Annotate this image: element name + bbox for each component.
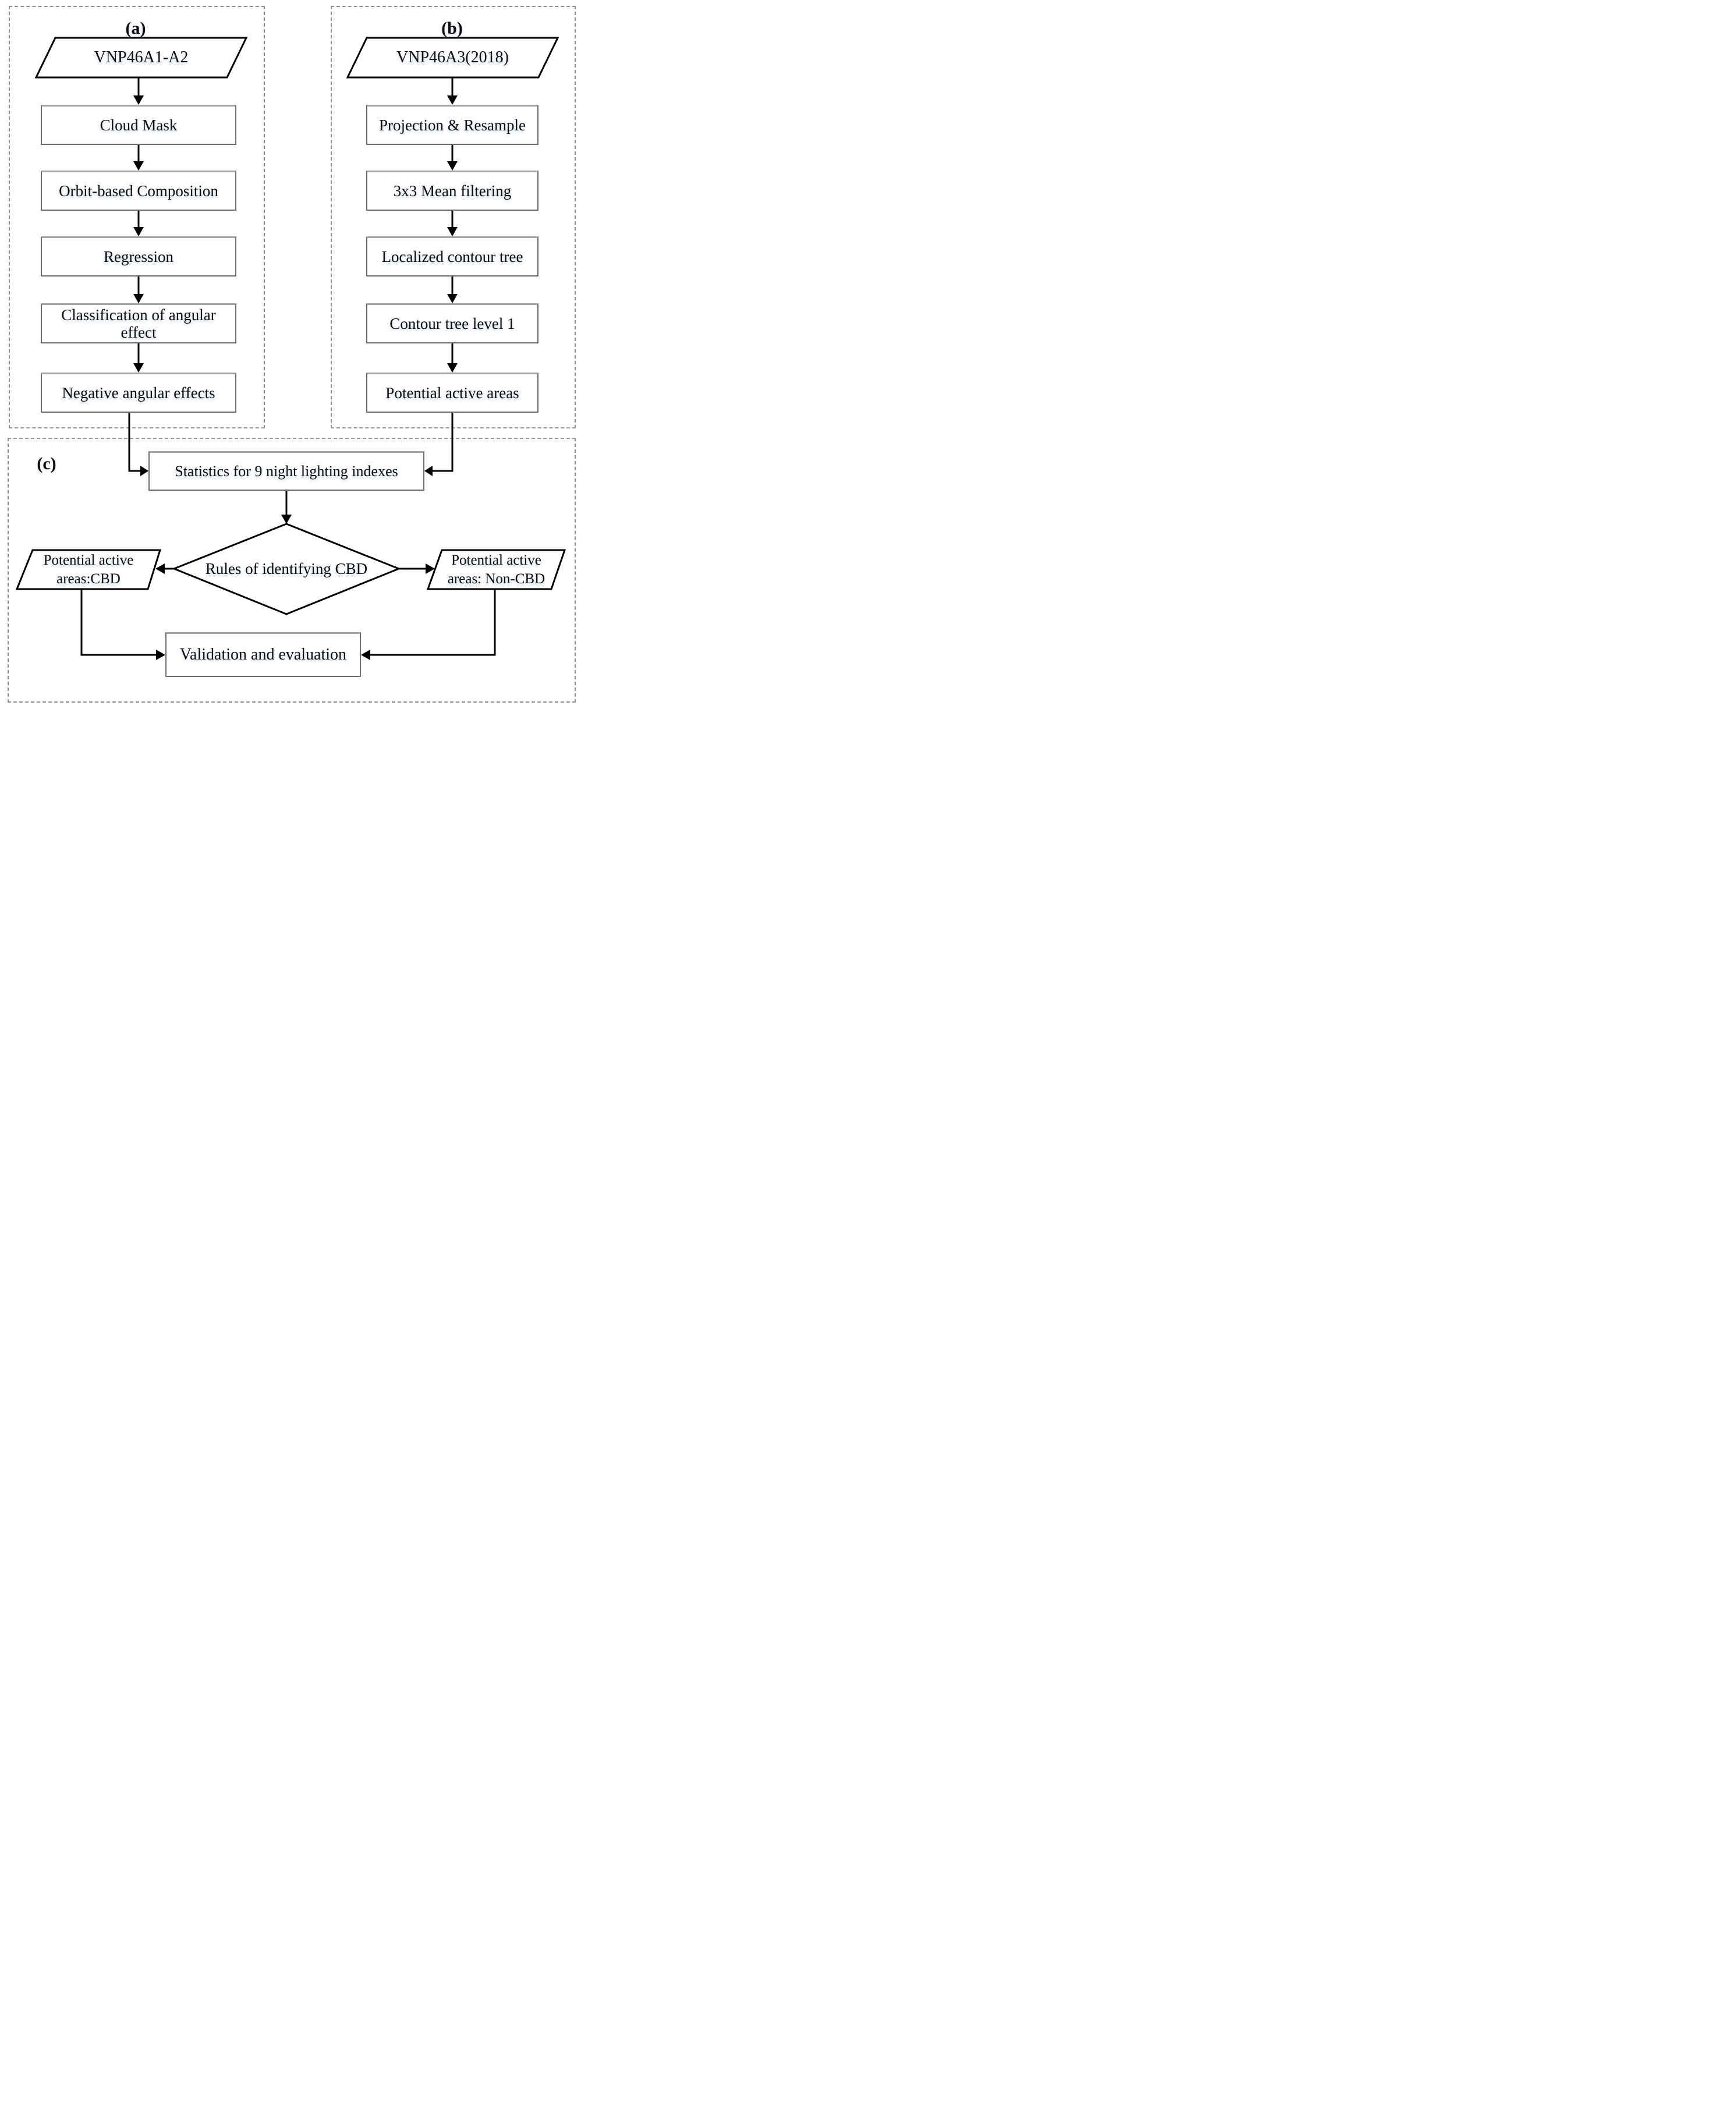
arrowhead-into-cbd [155,563,165,574]
node-statistics-indexes: Statistics for 9 night lighting indexes [148,451,424,491]
arrowhead-a4 [133,294,144,303]
parallelogram-a-source-shape [34,37,248,79]
connector-b-to-statistics [433,413,454,472]
node-source-vnp46a3: VNP46A3(2018) [396,48,509,66]
panel-c-label: (c) [37,454,56,473]
arrowhead-into-validation-right [361,650,370,660]
connector-layer [15,37,566,660]
node-potential-active-areas: Potential active areas [366,373,538,413]
outcome-noncbd-line2: areas: Non-CBD [447,570,545,587]
arrowhead-b4 [447,294,458,303]
node-localized-contour-tree: Localized contour tree [366,236,538,276]
decision-diamond-shape [171,523,402,615]
arrowhead-into-validation-left [156,650,165,660]
arrowhead-into-statistics-right [424,466,433,476]
node-outcome-noncbd: Potential active areas: Non-CBD [428,550,565,589]
node-source-vnp46a1-a2: VNP46A1-A2 [94,48,189,66]
panel-b-label: (b) [441,19,463,38]
arrowhead-b3 [447,227,458,236]
node-mean-filtering: 3x3 Mean filtering [366,171,538,211]
node-negative-angular-effects: Negative angular effects [41,373,236,413]
outcome-cbd-line1: Potential active [43,552,134,568]
parallelogram-noncbd-shape [426,549,566,590]
panel-a-dashed-border [9,6,265,428]
arrowhead-b5 [447,363,458,373]
node-outcome-cbd: Potential active areas:CBD [17,550,160,589]
arrowhead-into-statistics-left [140,466,148,476]
node-cloud-mask: Cloud Mask [41,105,236,145]
node-projection-resample: Projection & Resample [366,105,538,145]
parallelogram-cbd-shape [15,549,162,590]
arrowhead-b1 [447,95,458,105]
node-classification-angular-effect: Classification of angular effect [41,303,236,343]
arrowhead-a5 [133,363,144,373]
connector-noncbd-to-validation [370,589,496,656]
outcome-cbd-line2: areas:CBD [56,570,121,587]
arrowhead-b2 [447,161,458,171]
node-regression: Regression [41,236,236,276]
node-contour-tree-level-1: Contour tree level 1 [366,303,538,343]
connector-cbd-to-validation [80,589,156,656]
connector-a-to-statistics [128,413,140,472]
node-orbit-based-composition: Orbit-based Composition [41,171,236,211]
arrowhead-into-diamond [281,515,292,524]
parallelogram-b-source-shape [346,37,559,79]
arrowhead-into-noncbd [426,563,435,574]
arrowhead-a1 [133,95,144,105]
outcome-noncbd-line1: Potential active [451,552,541,568]
arrowhead-a3 [133,227,144,236]
arrowhead-a2 [133,161,144,171]
panel-a-label: (a) [125,19,146,38]
node-validation-evaluation: Validation and evaluation [165,632,361,677]
node-decision-rules: Rules of identifying CBD [205,559,368,577]
panel-c-dashed-border [8,438,576,703]
flowchart-canvas: (a) (b) (c) [0,0,579,707]
